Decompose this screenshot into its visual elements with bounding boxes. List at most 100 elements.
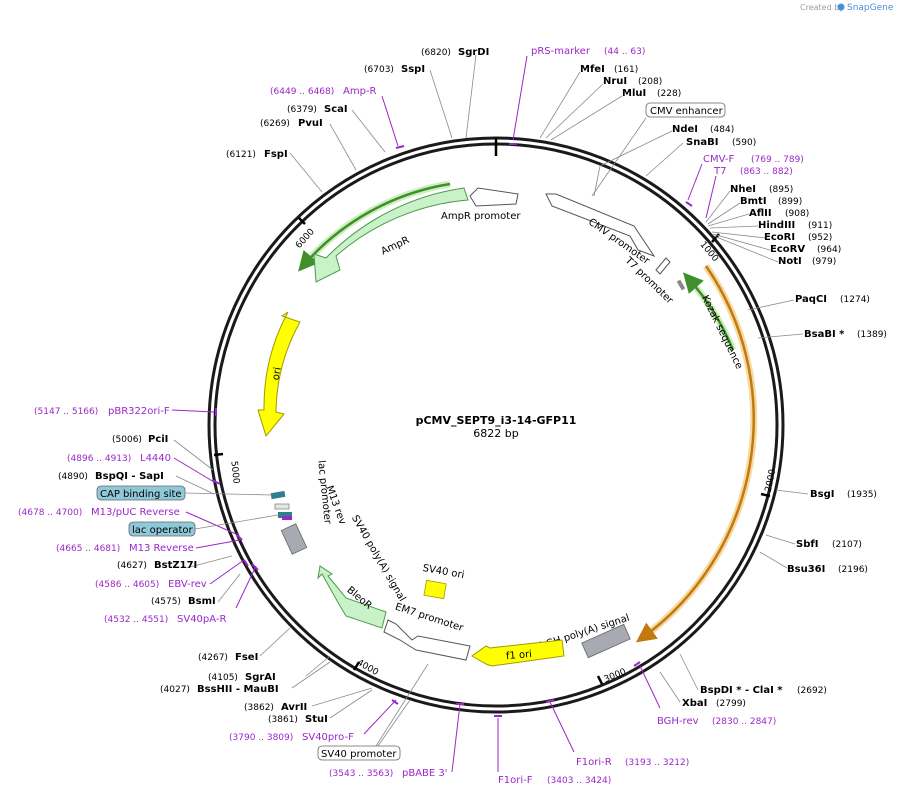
enzyme-name: BspDI * - ClaI * — [700, 685, 783, 696]
enzyme-pos: (1389) — [857, 330, 887, 340]
enzyme-pos: (964) — [817, 245, 841, 255]
enzyme-pos: (895) — [769, 185, 793, 195]
enzyme-name: SgrDI — [458, 47, 489, 58]
enzyme-name: MfeI — [580, 64, 605, 75]
primer-name: pRS-marker — [531, 46, 591, 57]
primer-range: (5147 .. 5166) — [34, 407, 98, 417]
primer-range: (2830 .. 2847) — [712, 717, 776, 727]
enzyme-name: FseI — [235, 652, 258, 663]
enzyme-leaders — [173, 54, 809, 747]
enzyme-pos: (3862) — [244, 703, 274, 713]
enzyme-pos: (899) — [778, 197, 802, 207]
enzyme-pos: (908) — [785, 209, 809, 219]
enzyme-pos: (2799) — [716, 699, 746, 709]
enzyme-name: FspI — [264, 149, 288, 160]
enzyme-name: SbfI — [796, 539, 818, 550]
primer-range: (4586 .. 4605) — [95, 580, 159, 590]
enzyme-name: BsaBI * — [804, 329, 845, 340]
primer-range: (6449 .. 6468) — [270, 87, 334, 97]
enzyme-name: EcoRV — [770, 244, 805, 255]
enzyme-name: NotI — [778, 256, 802, 267]
plasmid-title: pCMV_SEPT9_i3-14-GFP11 6822 bp — [416, 414, 577, 440]
insert-arrow — [635, 265, 755, 643]
primer-name: EBV-rev — [168, 579, 207, 590]
enzyme-pos: (590) — [732, 138, 756, 148]
primer-name: CMV-F — [703, 154, 734, 165]
primer-name: M13/pUC Reverse — [91, 507, 180, 518]
ampr-arrow — [313, 187, 469, 283]
enzyme-name: SspI — [401, 64, 425, 75]
enzyme-pos: (1935) — [847, 490, 877, 500]
enzyme-pos: (4267) — [198, 653, 228, 663]
enzyme-pos: (5006) — [112, 435, 142, 445]
enzyme-name: NruI — [603, 76, 627, 87]
cmv-enhancer-label: CMV enhancer — [650, 106, 724, 117]
enzyme-name: BsgI — [810, 489, 834, 500]
tick-label-2000: 2000 — [764, 468, 779, 493]
em7-promoter-label: EM7 promoter — [394, 602, 466, 635]
ampr-label: AmpR — [379, 235, 411, 258]
enzyme-name: PciI — [148, 434, 168, 445]
cap-binding-site-label: CAP binding site — [100, 489, 182, 500]
cap-binding-site-mark — [270, 490, 286, 500]
backbone — [207, 136, 785, 714]
primer-range: (863 .. 882) — [740, 167, 793, 177]
primer-range: (4678 .. 4700) — [18, 508, 82, 518]
enzyme-name: BssHII - MauBI — [197, 684, 279, 695]
gfp11-arrow — [683, 272, 735, 351]
enzyme-pos: (6379) — [287, 105, 317, 115]
primer-name: BGH-rev — [657, 716, 699, 727]
enzyme-name: NdeI — [672, 124, 698, 135]
enzyme-pos: (228) — [657, 89, 681, 99]
enzyme-name: XbaI — [682, 698, 707, 709]
primer-leaders — [171, 55, 717, 773]
enzyme-pos: (3861) — [268, 715, 298, 725]
enzyme-pos: (4627) — [117, 561, 147, 571]
f1-ori-label: f1 ori — [506, 649, 533, 662]
enzyme-name: SgrAI — [245, 672, 276, 683]
enzyme-pos: (2196) — [838, 565, 868, 575]
primer-name: pBABE 3' — [402, 768, 448, 779]
enzyme-name: BstZ17I — [154, 560, 197, 571]
t7-promoter-arrow — [655, 257, 671, 275]
sv40-ori-block — [423, 579, 447, 600]
ori-label: ori — [271, 366, 284, 381]
primer-range: (4665 .. 4681) — [56, 544, 120, 554]
credit-brand: SnapGene — [847, 3, 894, 13]
enzyme-pos: (161) — [614, 65, 638, 75]
sv40-polya-block — [280, 523, 308, 555]
primer-name: Amp-R — [343, 86, 377, 97]
enzyme-name: ScaI — [324, 104, 348, 115]
bgh-polya-block — [581, 623, 631, 659]
enzyme-pos: (2107) — [832, 540, 862, 550]
enzyme-pos: (6269) — [260, 119, 290, 129]
enzyme-pos: (208) — [638, 77, 662, 87]
primer-range: (769 .. 789) — [751, 155, 804, 165]
enzyme-pos: (6703) — [364, 65, 394, 75]
bleor-arrow — [317, 565, 387, 629]
ampr-promoter-arrow — [469, 187, 519, 207]
ori-arrow — [257, 311, 301, 438]
enzyme-name: NheI — [730, 184, 756, 195]
kozak-mark — [676, 279, 686, 291]
primer-name: pBR322ori-F — [108, 406, 170, 417]
enzyme-name: StuI — [305, 714, 328, 725]
enzyme-name: HindIII — [758, 220, 795, 231]
primer-name: T7 — [713, 166, 726, 177]
primer-name: SV40pro-F — [302, 732, 354, 743]
primer-range: (44 .. 63) — [604, 47, 645, 57]
ampr-outer-arrow — [298, 182, 451, 272]
enzyme-name: Bsu36I — [787, 564, 825, 575]
primer-range: (4532 .. 4551) — [104, 615, 168, 625]
enzyme-name: SnaBI — [686, 137, 718, 148]
enzyme-name: PaqCI — [795, 294, 827, 305]
primer-name: F1ori-F — [498, 775, 533, 786]
enzyme-name: AflII — [749, 208, 772, 219]
primer-range: (3193 .. 3212) — [625, 758, 689, 768]
enzyme-pos: (952) — [808, 233, 832, 243]
primer-name: SV40pA-R — [177, 614, 226, 625]
enzyme-name: AvrII — [281, 702, 307, 713]
credit-prefix: Created by — [800, 3, 844, 12]
enzyme-name: EcoRI — [764, 232, 795, 243]
